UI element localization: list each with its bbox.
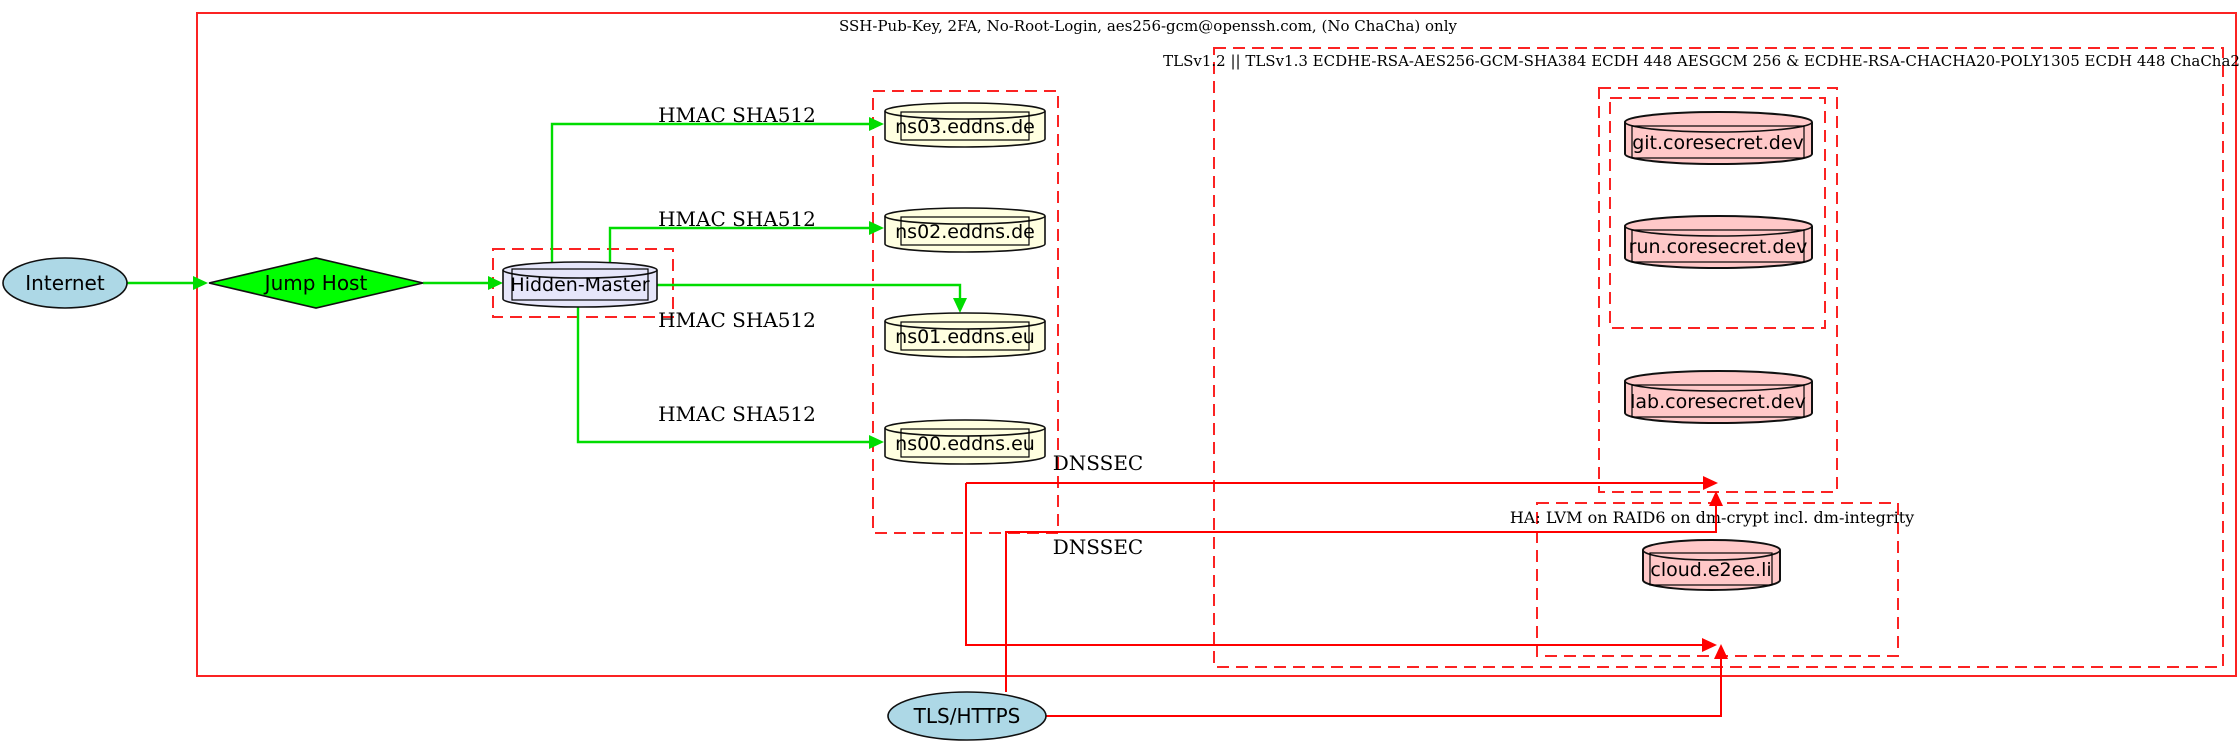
cluster-ssh-box (196, 12, 2237, 677)
edge-label-dnssec-2: DNSSEC (1053, 535, 1144, 559)
arrowhead-up-icon (1714, 644, 1728, 659)
edge-label-dnssec-1: DNSSEC (1053, 451, 1144, 475)
cylinder-icon (884, 419, 1046, 465)
node-git-coresecret: git.coresecret.dev (1624, 111, 1813, 165)
node-tls-https: TLS/HTTPS (887, 691, 1047, 741)
arrowhead-right-icon (193, 276, 208, 290)
edge-ns-ha (965, 483, 1717, 652)
cylinder-icon (884, 207, 1046, 253)
ns02-label: ns02.eddns.de (895, 221, 1035, 243)
arrowhead-right-icon (1702, 638, 1717, 652)
arrowhead-right-icon (869, 221, 884, 235)
edge-hiddenmaster-ns01 (657, 283, 967, 313)
edge-label-hmac-ns03: HMAC SHA512 (658, 103, 816, 127)
arrowhead-right-icon (869, 435, 884, 449)
edge-internet-jumphost (127, 276, 208, 290)
ns01-label: ns01.eddns.eu (895, 326, 1035, 348)
cluster-ha-label: HA: LVM on RAID6 on dm-crypt incl. dm-in… (1510, 508, 1914, 527)
ns00-label: ns00.eddns.eu (895, 433, 1035, 455)
node-run-coresecret: run.coresecret.dev (1624, 215, 1813, 269)
node-jump-host: Jump Host (208, 257, 424, 309)
arrowhead-right-icon (869, 117, 884, 131)
edge-hiddenmaster-ns03 (550, 117, 884, 262)
cylinder-icon (884, 312, 1046, 358)
git-label: git.coresecret.dev (1632, 132, 1804, 154)
edge-tls-dnssec-coresecret (1005, 491, 1723, 692)
arrowhead-down-icon (953, 298, 967, 313)
node-hidden-master: Hidden-Master (502, 261, 658, 308)
ns03-label: ns03.eddns.de (895, 116, 1035, 138)
cluster-coresecret-outer-box (1598, 87, 1838, 493)
edge-tls-ha (1046, 644, 1728, 717)
node-cloud-e2ee: cloud.e2ee.li (1642, 539, 1781, 591)
cylinder-icon (502, 261, 658, 308)
cylinder-icon (1624, 215, 1813, 269)
cluster-nameservers-box (872, 90, 1059, 534)
node-lab-coresecret: lab.coresecret.dev (1624, 370, 1813, 424)
run-label: run.coresecret.dev (1629, 236, 1808, 258)
cylinder-icon (884, 102, 1046, 148)
edge-ns-dnssec-coresecret (966, 476, 1718, 490)
cylinder-icon (1624, 111, 1813, 165)
lab-label: lab.coresecret.dev (1630, 391, 1806, 413)
cluster-tls-label: TLSv1.2 || TLSv1.3 ECDHE-RSA-AES256-GCM-… (1163, 52, 2240, 70)
node-ns03: ns03.eddns.de (884, 102, 1046, 148)
edge-jumphost-hiddenmaster (423, 276, 503, 290)
jump-host-label: Jump Host (263, 271, 368, 295)
cluster-coresecret-inner-box (1609, 97, 1826, 329)
edge-label-hmac-ns00: HMAC SHA512 (658, 402, 816, 426)
arrowhead-right-icon (488, 276, 503, 290)
hidden-master-label: Hidden-Master (510, 274, 649, 296)
node-ns02: ns02.eddns.de (884, 207, 1046, 253)
tls-https-label: TLS/HTTPS (913, 704, 1021, 728)
edge-hiddenmaster-ns02 (608, 221, 884, 262)
edge-label-hmac-ns01: HMAC SHA512 (658, 308, 816, 332)
edge-label-hmac-ns02: HMAC SHA512 (658, 207, 816, 231)
arrowhead-up-icon (1709, 491, 1723, 506)
node-internet: Internet (2, 257, 128, 309)
edge-hiddenmaster-ns00 (576, 307, 884, 449)
cloud-label: cloud.e2ee.li (1650, 559, 1771, 581)
arrowhead-right-icon (1703, 476, 1718, 490)
node-ns01: ns01.eddns.eu (884, 312, 1046, 358)
cylinder-icon (1624, 370, 1813, 424)
cluster-ssh-label: SSH-Pub-Key, 2FA, No-Root-Login, aes256-… (839, 17, 1458, 35)
internet-label: Internet (25, 271, 105, 295)
node-ns00: ns00.eddns.eu (884, 419, 1046, 465)
cluster-tls-box (1213, 47, 2224, 668)
